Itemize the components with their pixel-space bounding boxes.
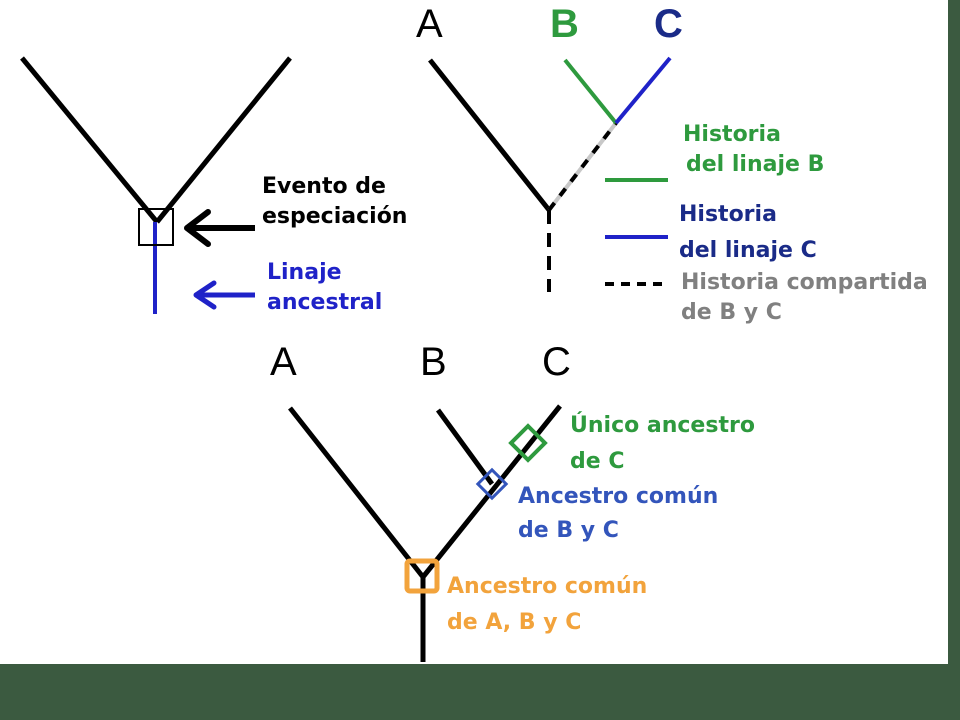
lineage-c-line: [614, 56, 672, 125]
legend-c-line2: del linaje C: [679, 238, 817, 263]
right-branch: [155, 56, 292, 224]
legend-shared-line1: Historia compartida: [681, 270, 928, 295]
speciation-tree: [20, 56, 292, 314]
tip-label-a-bottom: A: [270, 340, 297, 384]
common-ancestor-abc-marker: [404, 558, 440, 594]
unique-ancestor-c-line2: de C: [570, 449, 625, 474]
speciation-arrow: [184, 209, 255, 247]
branch-a: [428, 58, 551, 212]
speciation-event-line1: Evento de: [262, 174, 386, 199]
common-ancestor-abc-line1: Ancestro común: [447, 574, 648, 599]
lineage-tree: [428, 56, 672, 292]
legend-c-label: Historia del linaje C: [679, 197, 817, 269]
speciation-event-line2: especiación: [262, 204, 408, 229]
common-ancestor-abc-line2: de A, B y C: [447, 610, 582, 635]
ancestral-arrow: [193, 280, 255, 310]
slide-canvas: Evento de especiación Linaje ancestral A…: [0, 0, 948, 664]
ancestral-lineage-line1: Linaje: [267, 260, 342, 285]
phylogeny-diagram: [20, 56, 672, 662]
tip-label-c-bottom: C: [542, 340, 571, 384]
ancestral-lineage-line2: ancestral: [267, 290, 383, 315]
common-ancestor-bc-line2: de B y C: [518, 518, 619, 543]
common-ancestor-bc-line1: Ancestro común: [518, 484, 719, 509]
unique-ancestor-c-line1: Único ancestro: [570, 413, 755, 438]
tip-label-c: C: [654, 2, 683, 46]
tip-label-b-bottom: B: [420, 340, 447, 384]
legend-shared-label: Historia compartida de B y C: [681, 268, 928, 328]
speciation-event-label: Evento de especiación: [262, 172, 407, 232]
unique-ancestor-c-marker: [508, 423, 548, 463]
legend-b-line2: del linaje B: [686, 152, 825, 177]
branch-a: [288, 406, 425, 579]
legend-b-line1: Historia: [683, 122, 781, 147]
legend-b-label: Historia del linaje B: [683, 120, 824, 180]
branch-b: [435, 408, 495, 486]
shared-history-dashed-dark: [547, 121, 618, 212]
common-ancestor-abc-label: Ancestro común de A, B y C: [447, 569, 647, 641]
tip-label-b: B: [550, 2, 579, 46]
ancestral-lineage-label: Linaje ancestral: [267, 258, 382, 318]
tip-label-a: A: [416, 2, 443, 46]
common-ancestor-bc-marker: [475, 467, 509, 501]
legend-shared-line2: de B y C: [681, 300, 782, 325]
legend-c-line1: Historia: [679, 202, 777, 227]
ancestor-tree: [288, 404, 562, 662]
unique-ancestor-c-label: Único ancestro de C: [570, 408, 755, 480]
lineage-b-line: [563, 58, 618, 125]
speciation-node-box: [138, 208, 174, 246]
common-ancestor-bc-label: Ancestro común de B y C: [518, 480, 718, 548]
left-branch: [20, 56, 159, 224]
